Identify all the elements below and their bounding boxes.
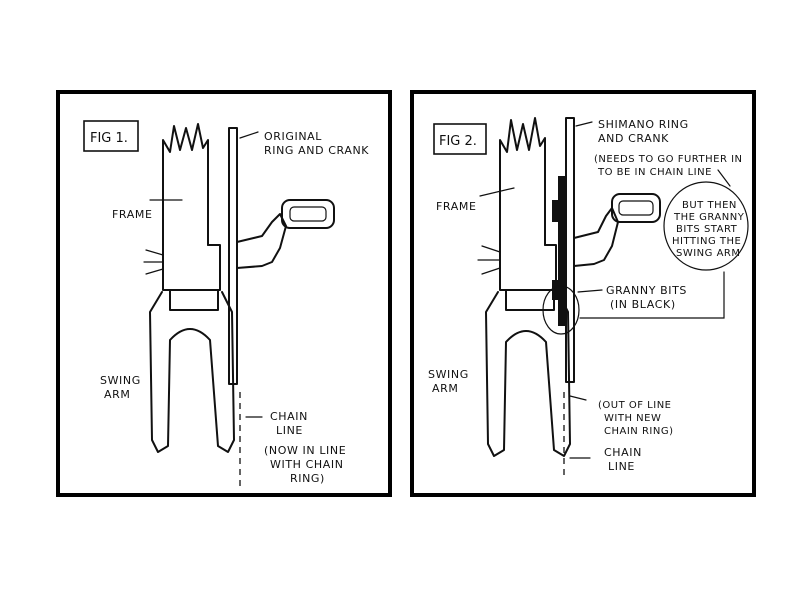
fig1-crank-arm	[236, 213, 287, 269]
fig1-swing-label-1: SWING	[100, 374, 141, 387]
fig2-granny-tooth-1	[552, 200, 558, 222]
fig2-interference-circle	[542, 285, 580, 335]
fig2-frame-arrow	[479, 187, 515, 197]
fig2-but-note-3: BITS START	[676, 224, 738, 235]
fig1-note-3: RING)	[290, 472, 325, 485]
fig2-but-note-5: SWING ARM	[676, 248, 741, 259]
fig2-label: FIG 2.	[439, 134, 477, 149]
fig2-granny-arrow	[577, 289, 603, 293]
fig2-ring-arrow	[575, 121, 593, 127]
fig2-ring-label-1: SHIMANO RING	[598, 118, 689, 131]
fig2-needs-arrow	[717, 169, 731, 187]
fig2-but-note-4: HITTING THE	[672, 236, 741, 247]
fig2-label-box	[433, 123, 487, 155]
fig1-swing-label-2: ARM	[104, 388, 130, 401]
fig2-border	[410, 90, 756, 497]
fig1-ring-label-2: RING AND CRANK	[264, 144, 369, 157]
fig2-granny-bits	[558, 176, 566, 326]
fig1-chainline-label-2: LINE	[276, 424, 303, 437]
fig2-ring-label-2: AND CRANK	[598, 132, 669, 145]
fig2-granny-label-2: (IN BLACK)	[610, 298, 676, 311]
fig1-pedal	[281, 199, 335, 229]
fig2-swing-label-1: SWING	[428, 368, 469, 381]
fig1-note-1: (NOW IN LINE	[264, 444, 346, 457]
fig1-chainline-label-1: CHAIN	[270, 410, 308, 423]
fig1-pedal-inner	[289, 206, 327, 222]
fig1-label: FIG 1.	[90, 131, 128, 146]
fig2-but-note-1: BUT THEN	[682, 200, 737, 211]
fig1-bolt-bumps	[143, 249, 164, 275]
fig2-chainline-label-2: LINE	[608, 460, 635, 473]
fig2-bolt-bumps	[477, 245, 501, 275]
fig1-bottom-bracket	[162, 244, 221, 291]
fig2-crank-arm	[573, 207, 619, 267]
fig2-out-arrow	[569, 395, 587, 401]
fig2-swing-arm	[485, 291, 571, 457]
fig2-bubble-connector	[579, 271, 725, 319]
fig1-note-2: WITH CHAIN	[270, 458, 344, 471]
fig1-frame-tube	[162, 123, 209, 246]
fig2-out-note-2: WITH NEW	[604, 413, 661, 424]
fig2-chainline-label-1: CHAIN	[604, 446, 642, 459]
fig2-out-note-3: CHAIN RING)	[604, 426, 673, 437]
fig2-but-note-2: THE GRANNY	[673, 212, 745, 223]
fig2-out-note-1: (OUT OF LINE	[598, 400, 672, 411]
fig2-frame-tube	[499, 117, 546, 246]
fig1-border	[56, 90, 392, 497]
fig2-pedal	[611, 193, 661, 223]
fig2-granny-label-1: GRANNY BITS	[606, 284, 687, 297]
fig1-label-box	[83, 120, 139, 152]
fig1-ring-label-1: ORIGINAL	[264, 130, 322, 143]
fig2-bubble	[663, 181, 749, 271]
fig2-swing-label-2: ARM	[432, 382, 458, 395]
fig2-granny-tooth-2	[552, 280, 558, 300]
fig2-panel: FIG 2. SHIMANO RING AND CRANK (NEEDS TO …	[410, 90, 756, 497]
fig1-pivot	[169, 289, 219, 311]
fig2-frame-label: FRAME	[436, 200, 477, 213]
fig1-swing-arm	[149, 291, 235, 453]
fig2-needs-note-1: (NEEDS TO GO FURTHER IN	[594, 154, 743, 165]
fig2-needs-note-2: TO BE IN CHAIN LINE	[597, 167, 712, 178]
fig1-frame-label: FRAME	[112, 208, 153, 221]
fig2-pedal-inner	[618, 200, 654, 216]
fig1-ring-arrow	[239, 131, 259, 139]
fig1-panel: FIG 1. ORIGINAL RING AND CRANK FRAME SWI…	[56, 90, 392, 497]
